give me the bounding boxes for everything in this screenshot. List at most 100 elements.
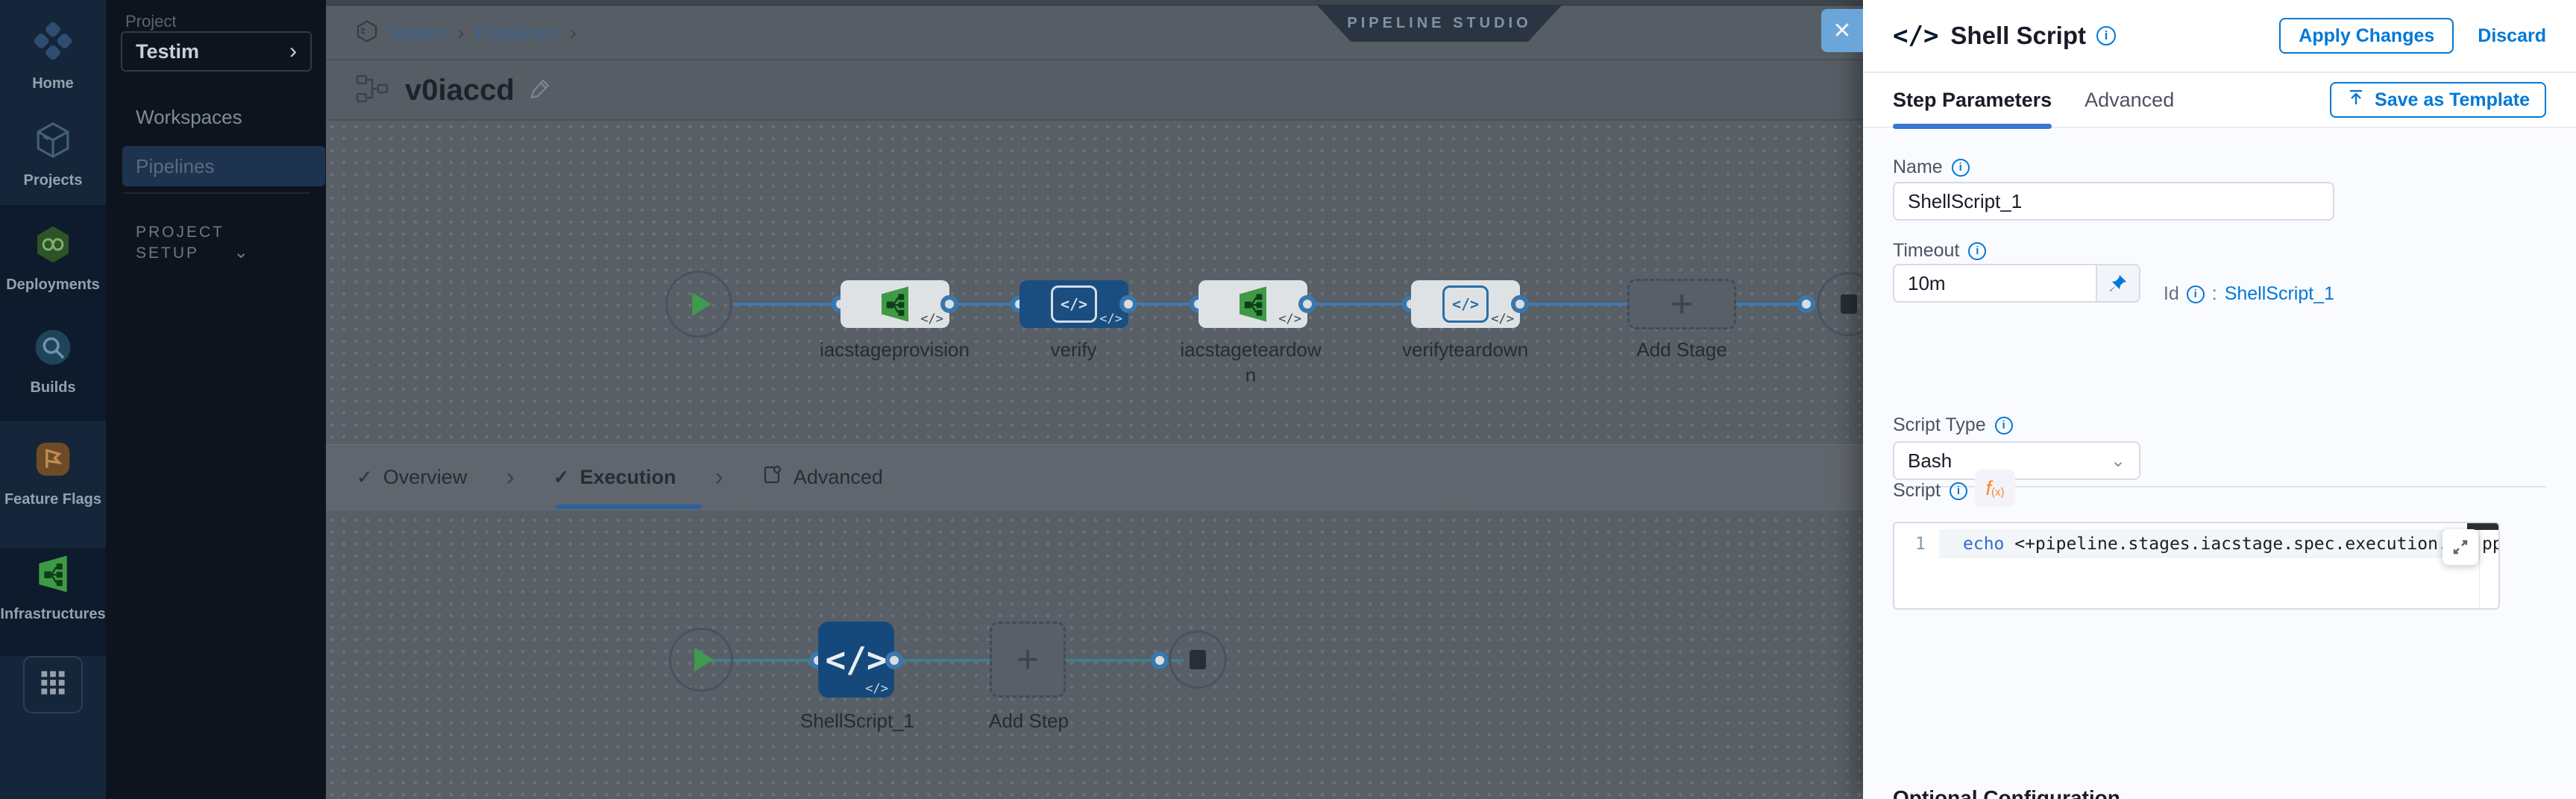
tab-label: Execution (579, 465, 676, 488)
save-as-template-button[interactable]: Save as Template (2330, 82, 2546, 118)
add-stage-button[interactable]: + (1627, 279, 1736, 329)
script-code-editor[interactable]: 1 echo <+pipeline.stages.iacstage.spec.e… (1893, 522, 2500, 610)
pipeline-studio-badge: PIPELINE STUDIO (1316, 4, 1562, 42)
id-value[interactable]: ShellScript_1 (2224, 283, 2334, 304)
name-label-row: Name i (1893, 157, 1970, 178)
tab-advanced[interactable]: Advanced (762, 464, 883, 490)
script-label: Script (1893, 480, 1941, 501)
sidebar-item-label: Feature Flags (4, 491, 102, 508)
sidebar-item-pipelines[interactable]: Pipelines (122, 146, 325, 186)
active-tab-underline (1893, 124, 2052, 129)
breadcrumb-link-pipelines[interactable]: Pipelines (476, 21, 558, 44)
harness-logo-icon (30, 18, 76, 68)
pipeline-graph-icon (356, 75, 390, 107)
project-selector[interactable]: Testim › (121, 31, 312, 72)
tab-execution-active[interactable]: ✓ Execution (553, 466, 676, 489)
breadcrumb-separator: › (569, 21, 577, 44)
tab-advanced[interactable]: Advanced (2085, 72, 2174, 127)
link-port[interactable] (1298, 295, 1316, 313)
sidebar-item-builds[interactable]: Builds (0, 326, 106, 396)
project-setup-toggle[interactable]: PROJECT SETUP⌄ (136, 224, 326, 263)
timeout-label-row: Timeout i (1893, 240, 1987, 262)
info-icon[interactable]: i (2186, 285, 2205, 303)
sidebar-item-label: Builds (30, 379, 76, 396)
sidebar-item-deployments[interactable]: Deployments (0, 224, 106, 293)
module-picker-button[interactable] (0, 656, 106, 713)
breadcrumb-link-testim[interactable]: Testim (387, 21, 446, 44)
breadcrumb: Testim › Pipelines › (326, 6, 1863, 60)
timeout-input[interactable] (1894, 265, 2096, 301)
stage-node-verifyteardown[interactable]: </> </> (1411, 280, 1520, 328)
stage-node-iacstageteardown[interactable]: </> (1199, 280, 1307, 328)
id-label: Id (2163, 283, 2179, 304)
script-type-label: Script Type (1893, 414, 1986, 435)
project-nav: Project Testim › Workspaces Pipelines PR… (106, 0, 326, 799)
name-input[interactable] (1893, 182, 2334, 221)
tab-overview[interactable]: ✓ Overview (356, 466, 467, 489)
shell-script-icon: </> (825, 639, 888, 680)
project-name: Testim (136, 40, 200, 63)
step-link-line (703, 659, 1184, 662)
close-drawer-button[interactable]: ✕ (1821, 9, 1863, 52)
sidebar-item-label: Infrastructures (0, 606, 106, 622)
section-label: Optional Configuration (1893, 786, 2120, 799)
top-strip (326, 0, 1863, 6)
add-stage-label: Add Stage (1636, 338, 1727, 361)
info-icon[interactable]: i (2096, 26, 2116, 45)
step-node-shellscript[interactable]: </> </> (818, 622, 894, 698)
stage-node-verify-selected[interactable]: </> </> (1020, 280, 1128, 328)
link-port[interactable] (885, 651, 903, 669)
pipeline-canvas-area: Testim › Pipelines › PIPELINE STUDIO v0i… (326, 0, 1881, 799)
tab-label: Advanced (793, 465, 883, 488)
info-icon[interactable]: i (1951, 158, 1970, 177)
sidebar-item-label: Home (32, 75, 74, 92)
apply-changes-button[interactable]: Apply Changes (2279, 18, 2454, 54)
divider (326, 119, 1863, 121)
info-icon[interactable]: i (1949, 481, 1967, 500)
rail-block (0, 656, 106, 799)
script-type-select[interactable]: Bash ⌄ (1893, 441, 2140, 480)
id-separator: : (2211, 283, 2217, 304)
divider (326, 59, 1863, 60)
link-port[interactable] (1511, 295, 1529, 313)
info-icon[interactable]: i (1994, 416, 2013, 435)
info-icon[interactable]: i (1968, 241, 1987, 260)
drawer-header: </> Shell Script i Apply Changes Discard (1863, 0, 2576, 73)
chevron-down-icon: ⌄ (2110, 450, 2126, 471)
infrastructure-icon (32, 553, 74, 599)
edit-pencil-icon[interactable] (528, 77, 552, 104)
tab-step-parameters-active[interactable]: Step Parameters (1893, 72, 2052, 129)
script-label-row: Script i (1893, 480, 1967, 502)
link-port[interactable] (1797, 295, 1815, 313)
sidebar-item-projects[interactable]: Projects (0, 119, 106, 189)
link-port[interactable] (1119, 295, 1137, 313)
link-port[interactable] (1151, 651, 1169, 669)
custom-stage-icon: </> (1051, 285, 1097, 323)
script-type-label-row: Script Type i (1893, 414, 2013, 436)
sidebar-item-home[interactable]: Home (0, 18, 106, 92)
optional-configuration-toggle[interactable]: Optional Configuration ⌄ (1893, 786, 2149, 799)
sidebar-item-feature-flags[interactable]: Feature Flags (0, 438, 106, 508)
module-rail: Home Projects Deployments (0, 0, 106, 799)
expand-editor-button[interactable] (2443, 529, 2478, 565)
shell-script-drawer: ✕ </> Shell Script i Apply Changes Disca… (1821, 0, 2576, 799)
sidebar-item-workspaces[interactable]: Workspaces (136, 106, 242, 128)
sidebar-item-infrastructures[interactable]: Infrastructures (0, 553, 106, 622)
chevron-down-icon: ⌄ (233, 242, 251, 262)
active-tab-underline (556, 505, 702, 509)
chevron-right-icon: › (289, 39, 297, 63)
play-icon (692, 292, 711, 316)
timeout-input-group (1893, 264, 2140, 303)
infinity-hexagon-icon (32, 224, 74, 269)
expression-fx-button[interactable]: f (x) (1975, 470, 2015, 507)
discard-button[interactable]: Discard (2478, 25, 2546, 46)
add-step-button[interactable]: + (990, 622, 1066, 698)
link-port[interactable] (940, 295, 958, 313)
editor-scrollbar-thumb[interactable] (2467, 523, 2498, 530)
tab-label: Advanced (2085, 88, 2175, 111)
rail-block (0, 421, 106, 548)
stage-node-iacstageprovision[interactable]: </> (841, 280, 949, 328)
code-badge-icon: </> (920, 312, 943, 326)
pin-button[interactable] (2096, 265, 2139, 301)
infrastructure-icon (1240, 286, 1266, 322)
